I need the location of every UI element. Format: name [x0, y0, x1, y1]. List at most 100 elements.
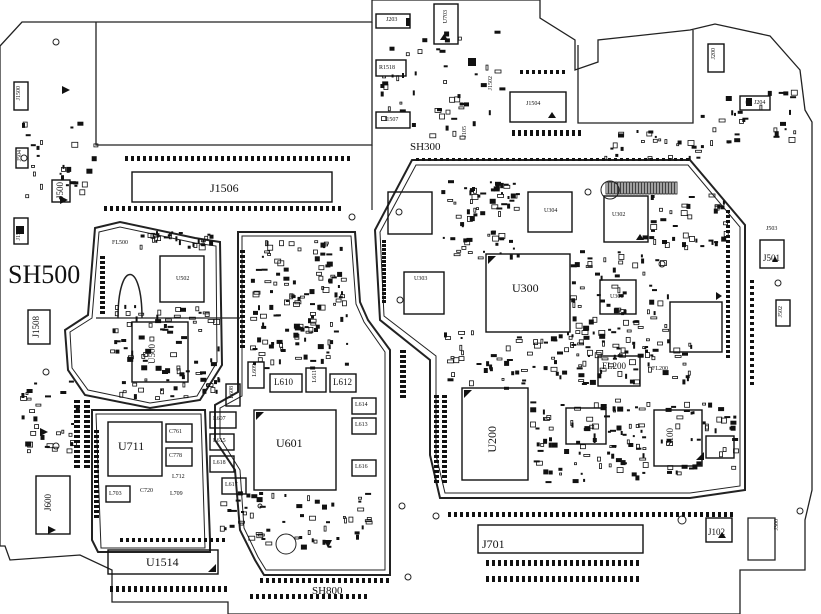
ic-j1521: [13, 217, 29, 245]
chip-label-u502: U502: [176, 276, 190, 282]
upper-left-cutout: [95, 22, 373, 146]
vias: [20, 38, 804, 581]
ic-j200: [707, 43, 725, 73]
ic-j504: [15, 147, 29, 169]
connector-label-j203: J203: [386, 17, 398, 23]
passive-label-l611: L611: [312, 370, 318, 383]
connector-label-j1504: J1504: [526, 101, 541, 107]
ic-j502: [775, 299, 791, 327]
ic-l615: [209, 433, 235, 451]
connector-label-j501: J501: [763, 253, 781, 263]
chip-label-fl200b: FL200: [652, 366, 669, 372]
ic-r1518: [375, 59, 407, 77]
passive-label-l613: L613: [355, 422, 368, 428]
ic-l608: [225, 383, 241, 407]
chip-label-u500: U500: [147, 344, 157, 364]
ic-j102: [705, 517, 733, 543]
passive-label-l615: L615: [213, 438, 226, 444]
chip-label-u711: U711: [118, 439, 145, 453]
ic-u703: [433, 3, 459, 45]
passive-label-l609: L609: [252, 364, 258, 377]
ic-j1506: [131, 171, 333, 203]
ic-c778: [165, 447, 193, 467]
ic-u502: [159, 255, 205, 303]
sh500-shield: [63, 220, 224, 410]
chip-label-u302: U302: [612, 212, 626, 218]
ic-j1500: [13, 81, 29, 111]
ic-l613: [351, 417, 377, 435]
ic-j600: [35, 475, 71, 535]
connector-label-j1502: J1502: [488, 76, 494, 91]
component-pads: [21, 30, 797, 599]
ic-u601: [253, 409, 337, 491]
chip-label-u304: U304: [544, 208, 558, 214]
ic-l612: [329, 373, 357, 393]
component-pads-outline: [20, 36, 798, 546]
ic-j204: [739, 95, 771, 111]
connector-label-j1507: J1507: [384, 117, 399, 123]
ic-u304: [527, 191, 573, 233]
sh800-shield: [214, 231, 391, 576]
ic-u711: [107, 421, 163, 477]
right-notch: [747, 517, 776, 561]
shield-label-sh800: SH800: [312, 585, 343, 597]
shield-label-sh300: SH300: [410, 141, 441, 153]
passive-label-l607: L607: [213, 416, 226, 422]
connector-label-j502: J502: [778, 306, 784, 318]
connector-label-j503: J503: [766, 226, 778, 232]
chip-label-u601: U601: [276, 436, 303, 450]
ic-u_small2: [565, 407, 607, 445]
ic-l616: [351, 459, 377, 477]
chip-label-u301: U301: [610, 294, 624, 300]
connector-label-j102: J102: [708, 527, 726, 537]
ic-u200: [461, 387, 529, 481]
sh300-shield: [373, 159, 746, 499]
ic-j501: [759, 239, 785, 269]
ic-u_small1: [387, 191, 433, 235]
connector-label-j500: J500: [55, 182, 65, 200]
ic-l607: [209, 411, 237, 429]
chip-label-s100: S100: [665, 428, 675, 447]
chip-label-fl200: FL200: [602, 361, 627, 371]
ic-u302: [603, 195, 649, 243]
ic-l617: [221, 477, 247, 495]
passive-label-c761: C761: [169, 429, 183, 435]
ic-c761: [165, 423, 193, 443]
chip-label-u200: U200: [485, 426, 499, 453]
ic-u300: [485, 253, 571, 333]
passive-label-l612: L612: [333, 377, 352, 387]
ic-l614: [351, 397, 377, 415]
chip-label-u300: U300: [512, 281, 539, 295]
connector-label-j1506: J1506: [210, 181, 239, 195]
ic-s100: [653, 409, 703, 467]
shield-label-sh500: SH500: [8, 260, 81, 289]
passive-label-l709: L709: [170, 491, 183, 497]
connector-label-j105: J105: [462, 126, 468, 138]
upper-right-notch: [577, 30, 694, 124]
ic-j1508: [27, 309, 51, 345]
passive-label-l610: L610: [274, 377, 293, 387]
passive-label-l618: L618: [213, 460, 226, 466]
passive-label-l617: L617: [225, 482, 238, 488]
ic-u301: [599, 279, 637, 315]
chip-label-u303: U303: [414, 276, 428, 282]
connector-label-j600: J600: [43, 494, 53, 512]
passive-label-fl500: FL500: [112, 240, 129, 246]
passive-label-r1518: R1518: [379, 65, 396, 71]
passive-label-l712: L712: [172, 474, 185, 480]
connector-label-j300: J300: [774, 519, 780, 531]
connector-label-j1521: J1521: [16, 226, 22, 241]
connector-label-j701: J701: [482, 537, 505, 551]
connector-label-j1500: J1500: [16, 86, 22, 101]
ic-j1504: [509, 91, 567, 123]
ic-u1514: [107, 549, 219, 575]
ic-l610: [269, 373, 303, 393]
ic-chip-right: [669, 301, 723, 353]
ic-l618: [209, 455, 235, 473]
connector-label-j200: J200: [711, 48, 717, 60]
connector-label-j504: J504: [17, 150, 23, 162]
passive-label-c720: C720: [140, 488, 154, 494]
passive-label-l616: L616: [355, 464, 368, 470]
ic-l703: [105, 485, 131, 503]
